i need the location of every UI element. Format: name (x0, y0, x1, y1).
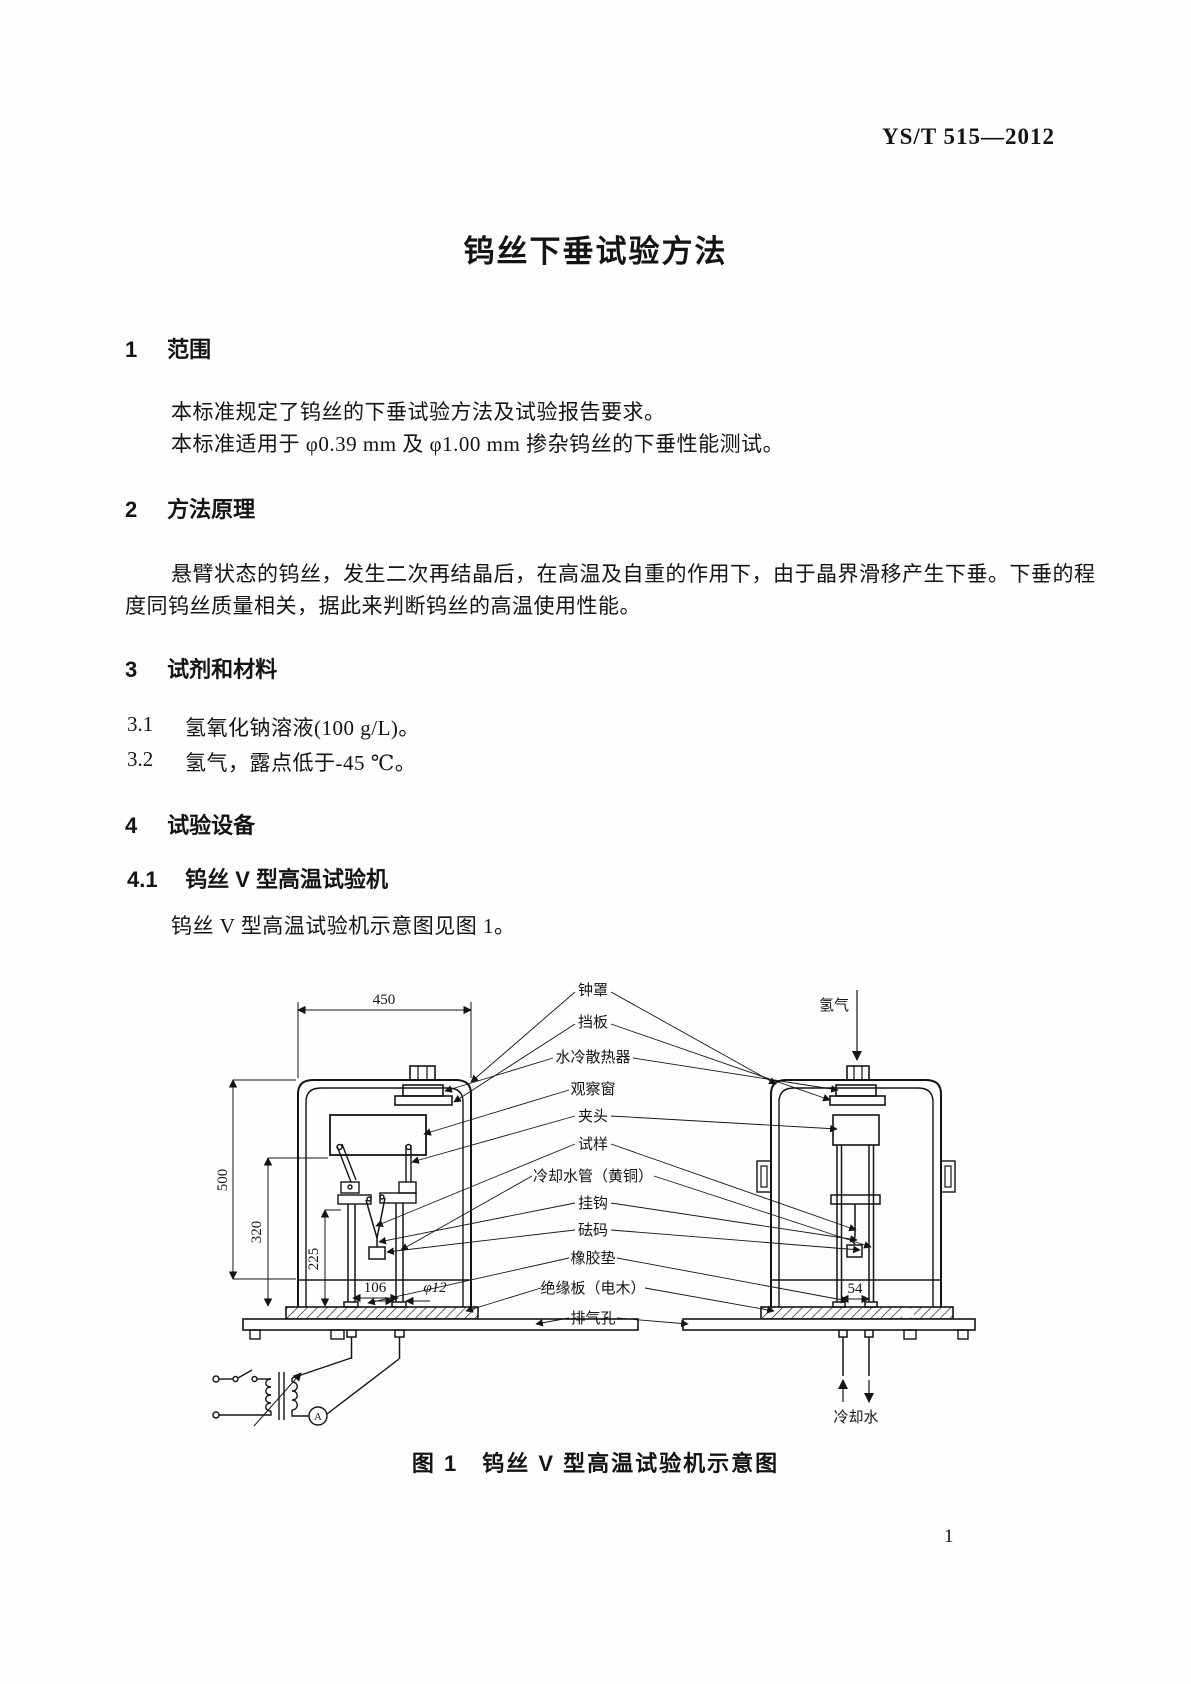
specimen-right (851, 1204, 856, 1245)
clause-3-2-text: 氢气，露点低于-45 ℃。 (185, 751, 417, 775)
figure-label-chuck: 夹头 (578, 1108, 608, 1125)
figure-label-specimen: 试样 (578, 1136, 608, 1153)
section-1-heading: 1 范围 (125, 332, 211, 364)
dim-width-450: 450 (373, 992, 396, 1008)
callout-labels: 钟罩 挡板 水冷散热器 观察窗 夹头 试样 冷却水管（黄铜） 挂钩 砝码 橡胶垫… (533, 982, 653, 1327)
base-plates-left (242, 1306, 639, 1340)
section-3-heading: 3 试剂和材料 (125, 652, 277, 684)
radiator-left (394, 1084, 453, 1106)
section-3-number: 3 (125, 657, 138, 682)
section-4-heading: 4 试验设备 (125, 808, 255, 840)
figure-label-water-cooled-radiator: 水冷散热器 (555, 1049, 630, 1066)
bell-jar-left (297, 1065, 472, 1307)
section-4-1-title: 钨丝 V 型高温试验机 (185, 867, 389, 892)
dim-225: 225 (306, 1248, 322, 1271)
hydrogen-label: 氢气 (819, 997, 849, 1014)
figure-1-caption: 图 1 钨丝 V 型高温试验机示意图 (411, 1451, 780, 1476)
figure-label-rubber-pad: 橡胶垫 (570, 1250, 615, 1267)
weight-right (846, 1244, 863, 1258)
callout-leader-lines (367, 991, 872, 1328)
figure-label-bell-jar: 钟罩 (578, 982, 608, 999)
cooling-water-label: 冷却水 (833, 1409, 878, 1426)
chuck-left (336, 1143, 417, 1205)
figure-label-weight: 砝码 (578, 1222, 608, 1239)
section-3-title: 试剂和材料 (167, 657, 278, 682)
page-number: 1 (944, 1526, 954, 1547)
paragraph-line: 度同钨丝质量相关，据此来判断钨丝的高温使用性能。 (125, 594, 641, 618)
dim-106: 106 (364, 1280, 387, 1296)
specimen-left (365, 1197, 386, 1247)
paragraph-line: 本标准规定了钨丝的下垂试验方法及试验报告要求。 (171, 400, 666, 424)
figure-label-hook: 挂钩 (578, 1195, 608, 1212)
section-4-number: 4 (125, 813, 138, 838)
dim-height-500: 500 (215, 1169, 231, 1192)
cooling-pipes-right (830, 1145, 881, 1376)
section-4-1-number: 4.1 (127, 867, 158, 892)
clause-3-1-number: 3.1 (127, 712, 154, 736)
page-title: 钨丝下垂试验方法 (463, 234, 728, 269)
dimension-lines-left (228, 1002, 472, 1307)
figure-label-insulation-board: 绝缘板（电木） (540, 1279, 645, 1297)
section-2-number: 2 (125, 497, 138, 522)
bell-jar-right (756, 1065, 956, 1307)
power-circuit (212, 1357, 400, 1427)
ammeter-symbol: A (314, 1411, 322, 1423)
paragraph-line: 本标准适用于 φ0.39 mm 及 φ1.00 mm 掺杂钨丝的下垂性能测试。 (171, 432, 785, 456)
clause-3-2-number: 3.2 (127, 747, 154, 771)
dim-54: 54 (848, 1281, 864, 1297)
section-1-title: 范围 (167, 337, 212, 362)
figure-label-cooling-water-pipe: 冷却水管（黄铜） (533, 1168, 653, 1185)
section-4-title: 试验设备 (167, 813, 256, 838)
standard-code: YS/T 515—2012 (882, 124, 1055, 149)
section-4-1-heading: 4.1 钨丝 V 型高温试验机 (127, 862, 388, 894)
dim-320: 320 (249, 1221, 265, 1244)
cooling-pipes-left (343, 1203, 407, 1359)
figure-label-observation-window: 观察窗 (570, 1080, 615, 1098)
weight-left (368, 1246, 386, 1260)
figure-intro-line: 钨丝 V 型高温试验机示意图见图 1。 (171, 914, 516, 938)
paragraph-line: 悬臂状态的钨丝，发生二次再结晶后，在高温及自重的作用下，由于晶界滑移产生下垂。下… (171, 562, 1096, 586)
chuck-right (832, 1114, 880, 1146)
section-2-heading: 2 方法原理 (125, 492, 255, 524)
section-2-title: 方法原理 (167, 497, 256, 522)
section-1-number: 1 (125, 337, 138, 362)
clause-3-1-text: 氢氧化钠溶液(100 g/L)。 (185, 716, 420, 740)
figure-1-diagram: 450 500 320 225 106 φ12 A (212, 982, 976, 1427)
figure-label-baffle: 挡板 (578, 1013, 608, 1031)
base-plates-right (682, 1306, 976, 1340)
figure-label-exhaust-hole: 排气孔 (570, 1310, 615, 1327)
